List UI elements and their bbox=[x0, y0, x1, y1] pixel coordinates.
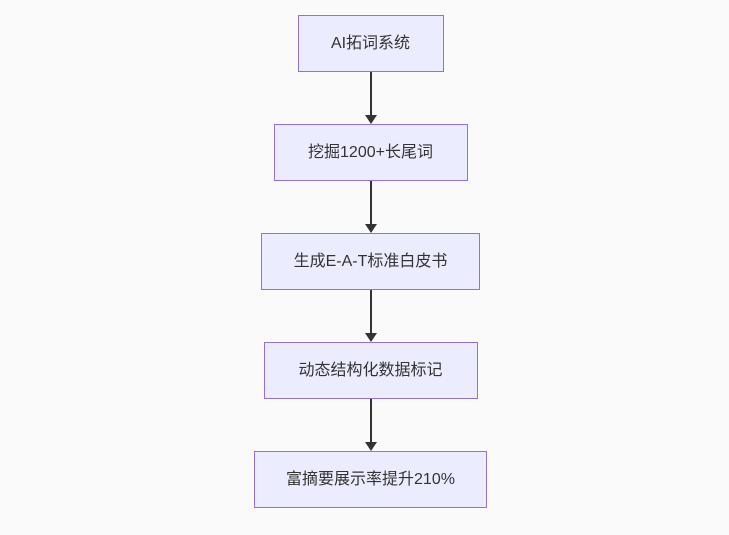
node-label: 富摘要展示率提升210% bbox=[286, 470, 455, 488]
flowchart-column: AI拓词系统 挖掘1200+长尾词 生成E-A-T标准白皮书 动态结构化数据标记 bbox=[254, 15, 487, 508]
arrowhead-icon bbox=[364, 442, 377, 451]
arrow-down-2 bbox=[364, 181, 377, 233]
arrow-down-4 bbox=[364, 399, 377, 451]
flowchart-node-rich-snippet-result: 富摘要展示率提升210% bbox=[254, 451, 487, 508]
node-label: 生成E-A-T标准白皮书 bbox=[293, 252, 448, 270]
flowchart-node-structured-data: 动态结构化数据标记 bbox=[263, 342, 478, 399]
node-label: 挖掘1200+长尾词 bbox=[308, 143, 433, 161]
arrow-shaft bbox=[369, 181, 372, 224]
arrow-down-3 bbox=[364, 290, 377, 342]
arrowhead-icon bbox=[364, 115, 377, 124]
arrow-down-1 bbox=[364, 72, 377, 124]
arrow-shaft bbox=[369, 290, 372, 333]
node-label: AI拓词系统 bbox=[330, 34, 411, 52]
arrow-shaft bbox=[369, 72, 372, 115]
flowchart-node-ai-word-system: AI拓词系统 bbox=[297, 15, 444, 72]
flowchart-node-eat-whitepaper: 生成E-A-T标准白皮书 bbox=[261, 233, 480, 290]
arrowhead-icon bbox=[364, 333, 377, 342]
arrowhead-icon bbox=[364, 224, 377, 233]
flowchart-node-longtail-keywords: 挖掘1200+长尾词 bbox=[273, 124, 468, 181]
arrow-shaft bbox=[369, 399, 372, 442]
node-label: 动态结构化数据标记 bbox=[298, 361, 443, 379]
